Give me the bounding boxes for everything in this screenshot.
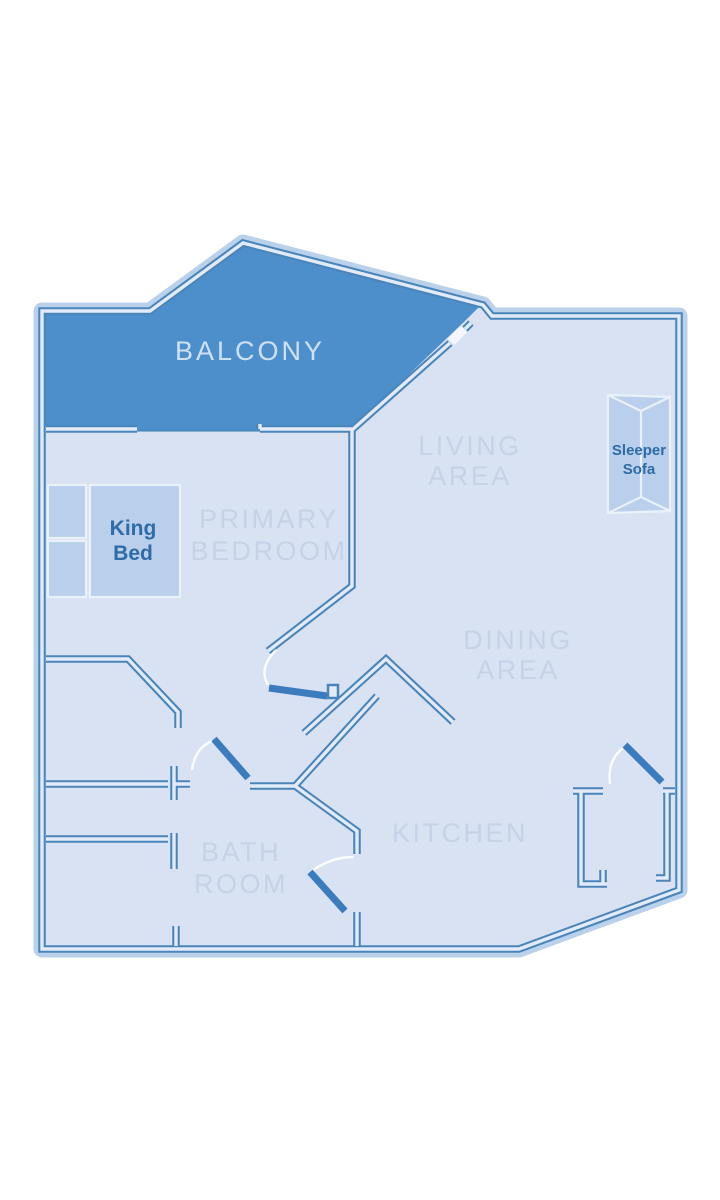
balcony-label: BALCONY <box>175 336 325 366</box>
entry-door-leaf <box>622 742 665 785</box>
sleeper-sofa <box>606 393 672 515</box>
living-area-label-line2: AREA <box>428 461 512 491</box>
dining-area-label-line2: AREA <box>476 655 560 685</box>
primary-bedroom-label-line1: PRIMARY <box>199 504 339 534</box>
bathroom-door-leaf <box>307 869 348 914</box>
hall-door-leaf <box>211 736 251 781</box>
entry-door-arc <box>608 747 624 785</box>
primary-bedroom-label-line2: BEDROOM <box>190 536 347 566</box>
bedroom-door-hinge <box>326 683 340 700</box>
bedroom-door-leaf <box>268 684 328 700</box>
balcony-living-opening <box>447 325 468 346</box>
sleeper-sofa-label-line1: Sleeper <box>612 442 666 459</box>
living-area-label-line1: LIVING <box>418 431 522 461</box>
balcony-area <box>44 244 480 431</box>
kitchen-label: KITCHEN <box>392 818 528 848</box>
bathroom-label-line2: ROOM <box>194 869 288 899</box>
sleeper-sofa-label-line2: Sofa <box>623 461 656 478</box>
hall-door-arc <box>190 739 213 771</box>
king-bed <box>46 483 182 599</box>
bathroom-door-arc <box>311 855 355 872</box>
bathroom-label-line1: BATH <box>201 837 281 867</box>
king-bed-label-line1: King <box>110 517 157 540</box>
king-bed-label-line2: Bed <box>113 542 153 565</box>
dining-area-label-line1: DINING <box>463 625 573 655</box>
bedroom-door-arc <box>263 649 277 686</box>
